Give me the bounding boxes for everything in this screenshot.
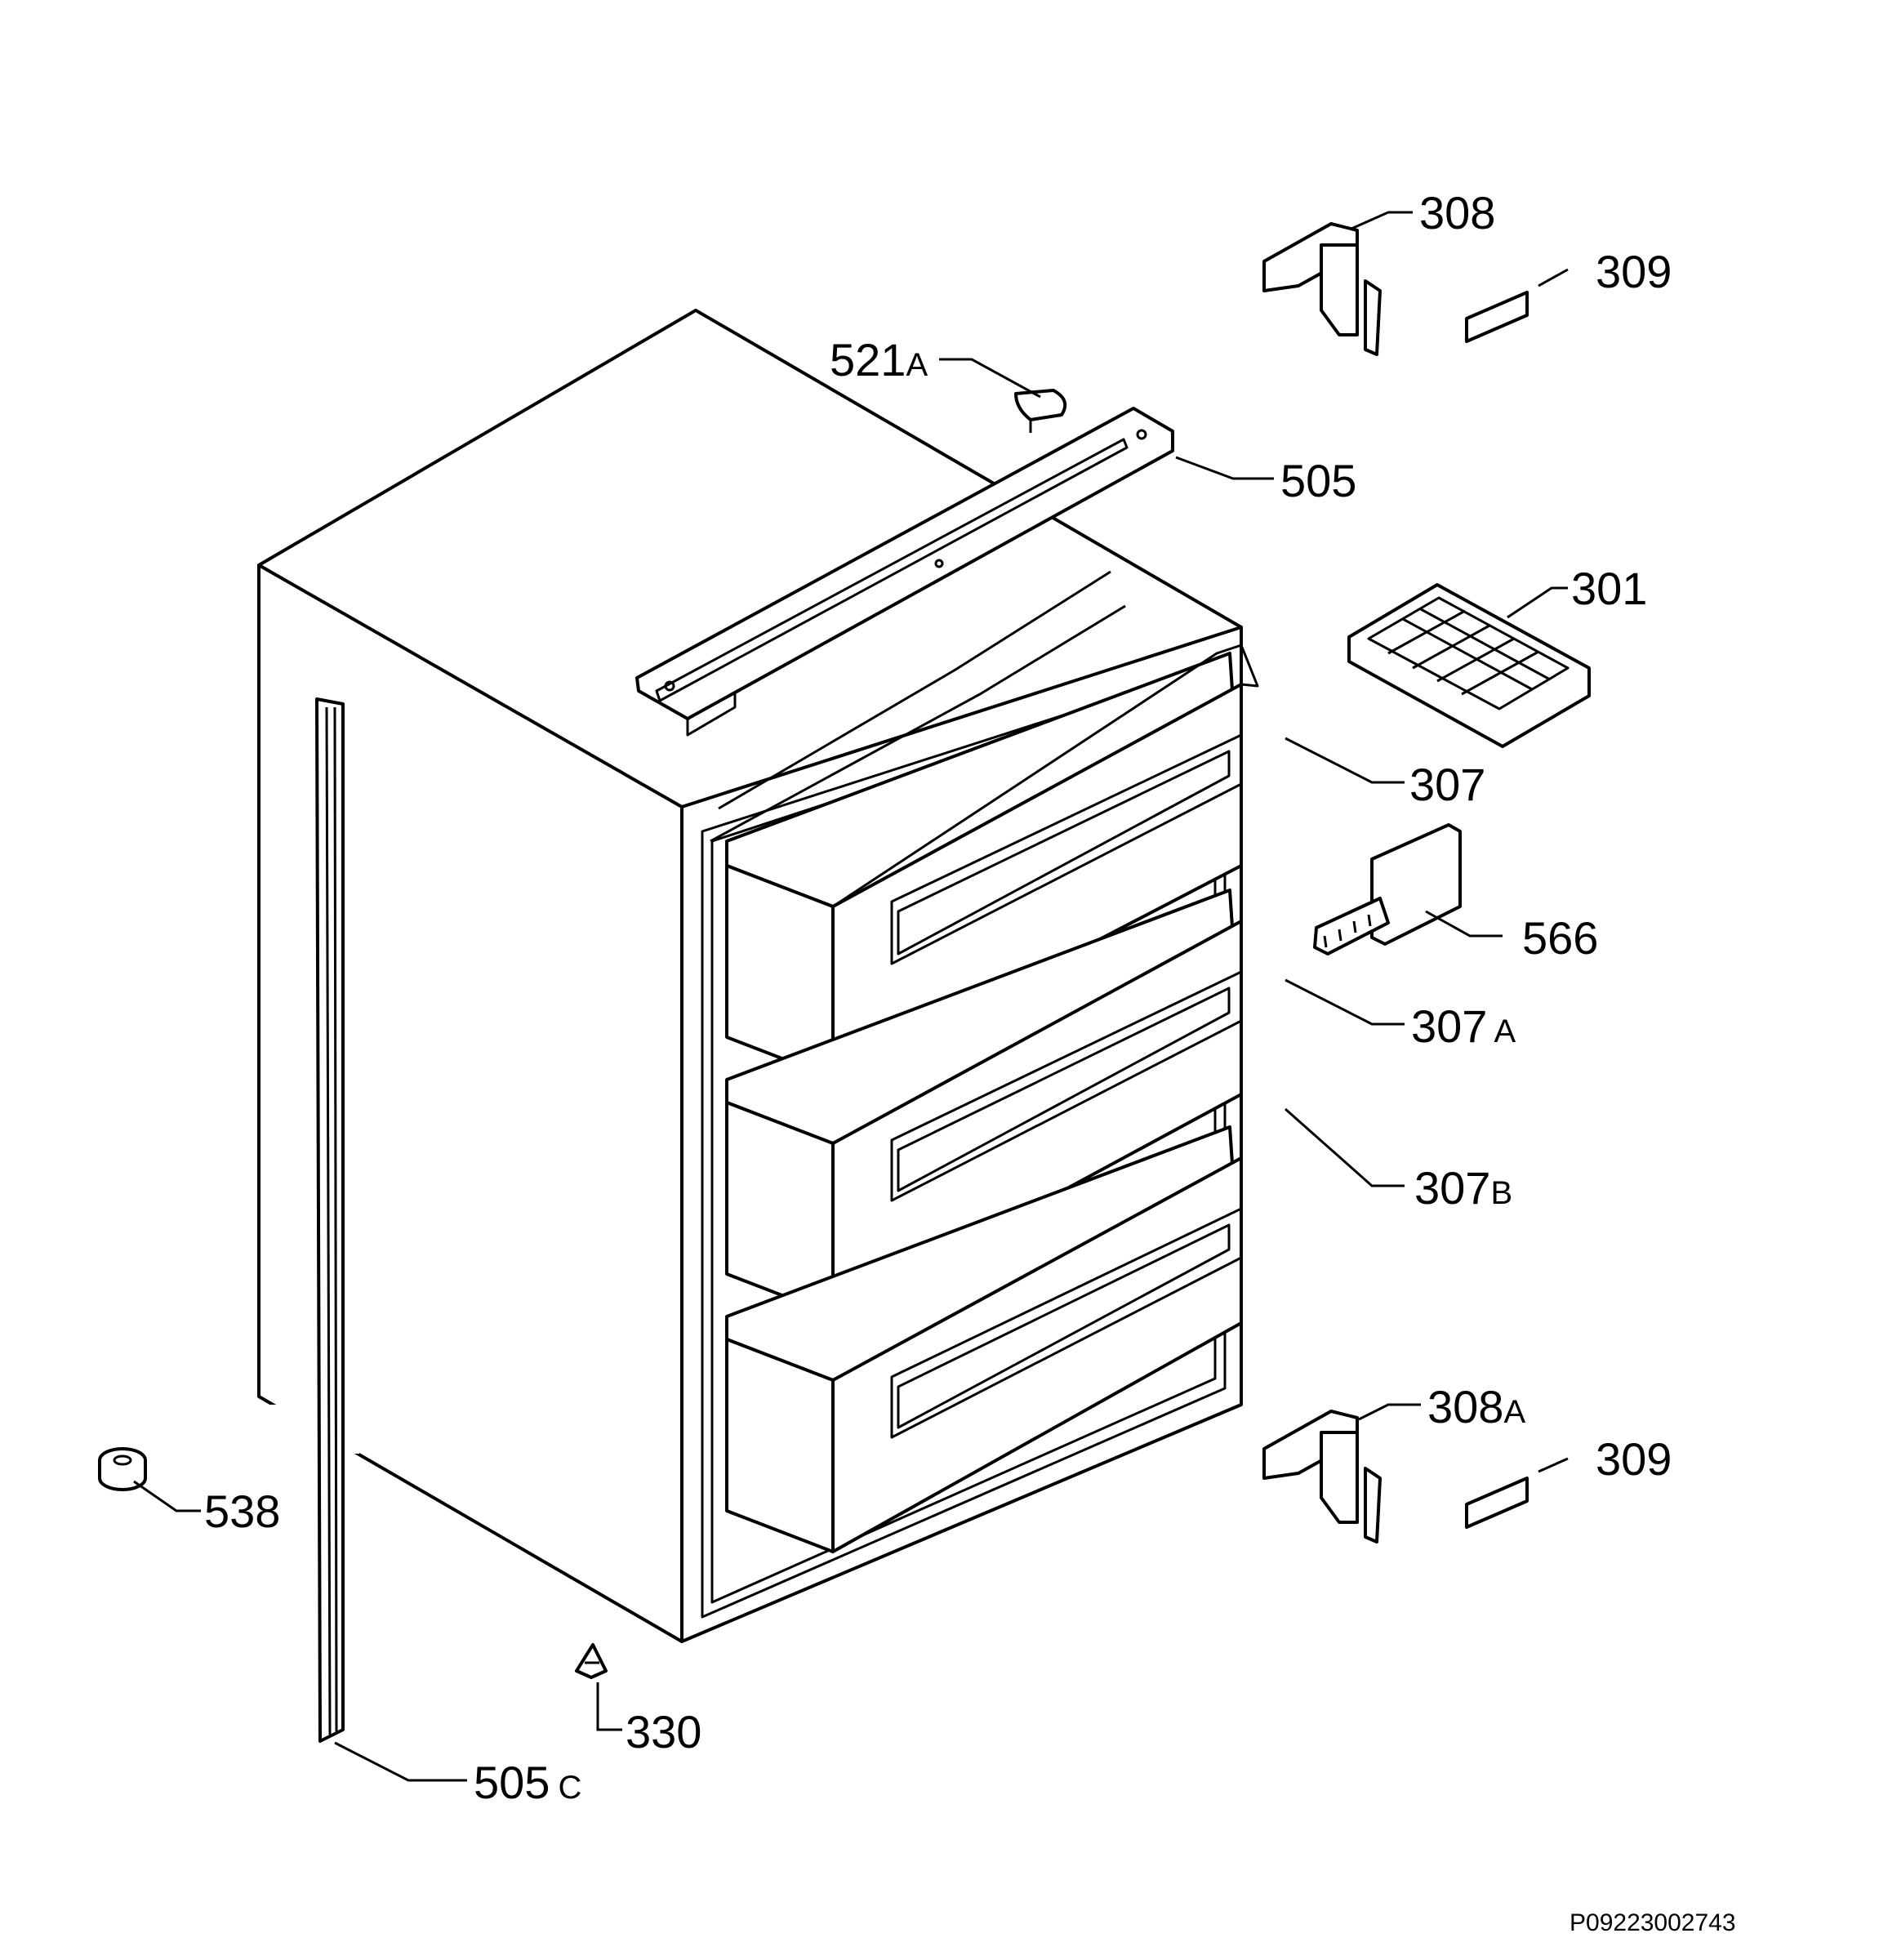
- top-mounting-bracket: [635, 407, 1174, 737]
- label-538: 538: [204, 1486, 280, 1537]
- label-308: 308: [1419, 187, 1495, 238]
- label-505: 505: [1280, 455, 1356, 506]
- ice-cube-tray: [1347, 583, 1591, 748]
- leader-lines: [133, 211, 1569, 1782]
- hinge-308a: [1262, 1410, 1382, 1544]
- clip-521a: [1014, 389, 1067, 433]
- document-number: P09223002743: [1570, 1909, 1736, 1936]
- adjustable-foot: [98, 1447, 147, 1491]
- fixing-screw: [575, 1643, 608, 1679]
- drawer-307a: [725, 889, 1243, 1316]
- label-521a: 521A: [830, 334, 928, 385]
- door-seal-strip: [315, 697, 345, 1743]
- hinge-308: [1262, 222, 1382, 356]
- ice-scoop: [1313, 823, 1462, 956]
- label-307b: 307B: [1414, 1162, 1512, 1214]
- label-301: 301: [1571, 563, 1647, 614]
- label-309-bottom: 309: [1596, 1433, 1672, 1485]
- drawer-307b: [725, 1125, 1243, 1553]
- hinge-cover-309-bottom: [1465, 1477, 1529, 1529]
- label-566: 566: [1522, 912, 1598, 964]
- label-307: 307: [1409, 759, 1485, 810]
- hinge-cover-309-top: [1465, 291, 1529, 343]
- label-308a: 308A: [1427, 1381, 1525, 1432]
- label-309-top: 309: [1596, 246, 1672, 297]
- label-330: 330: [626, 1706, 701, 1757]
- drawer-307: [725, 644, 1259, 1080]
